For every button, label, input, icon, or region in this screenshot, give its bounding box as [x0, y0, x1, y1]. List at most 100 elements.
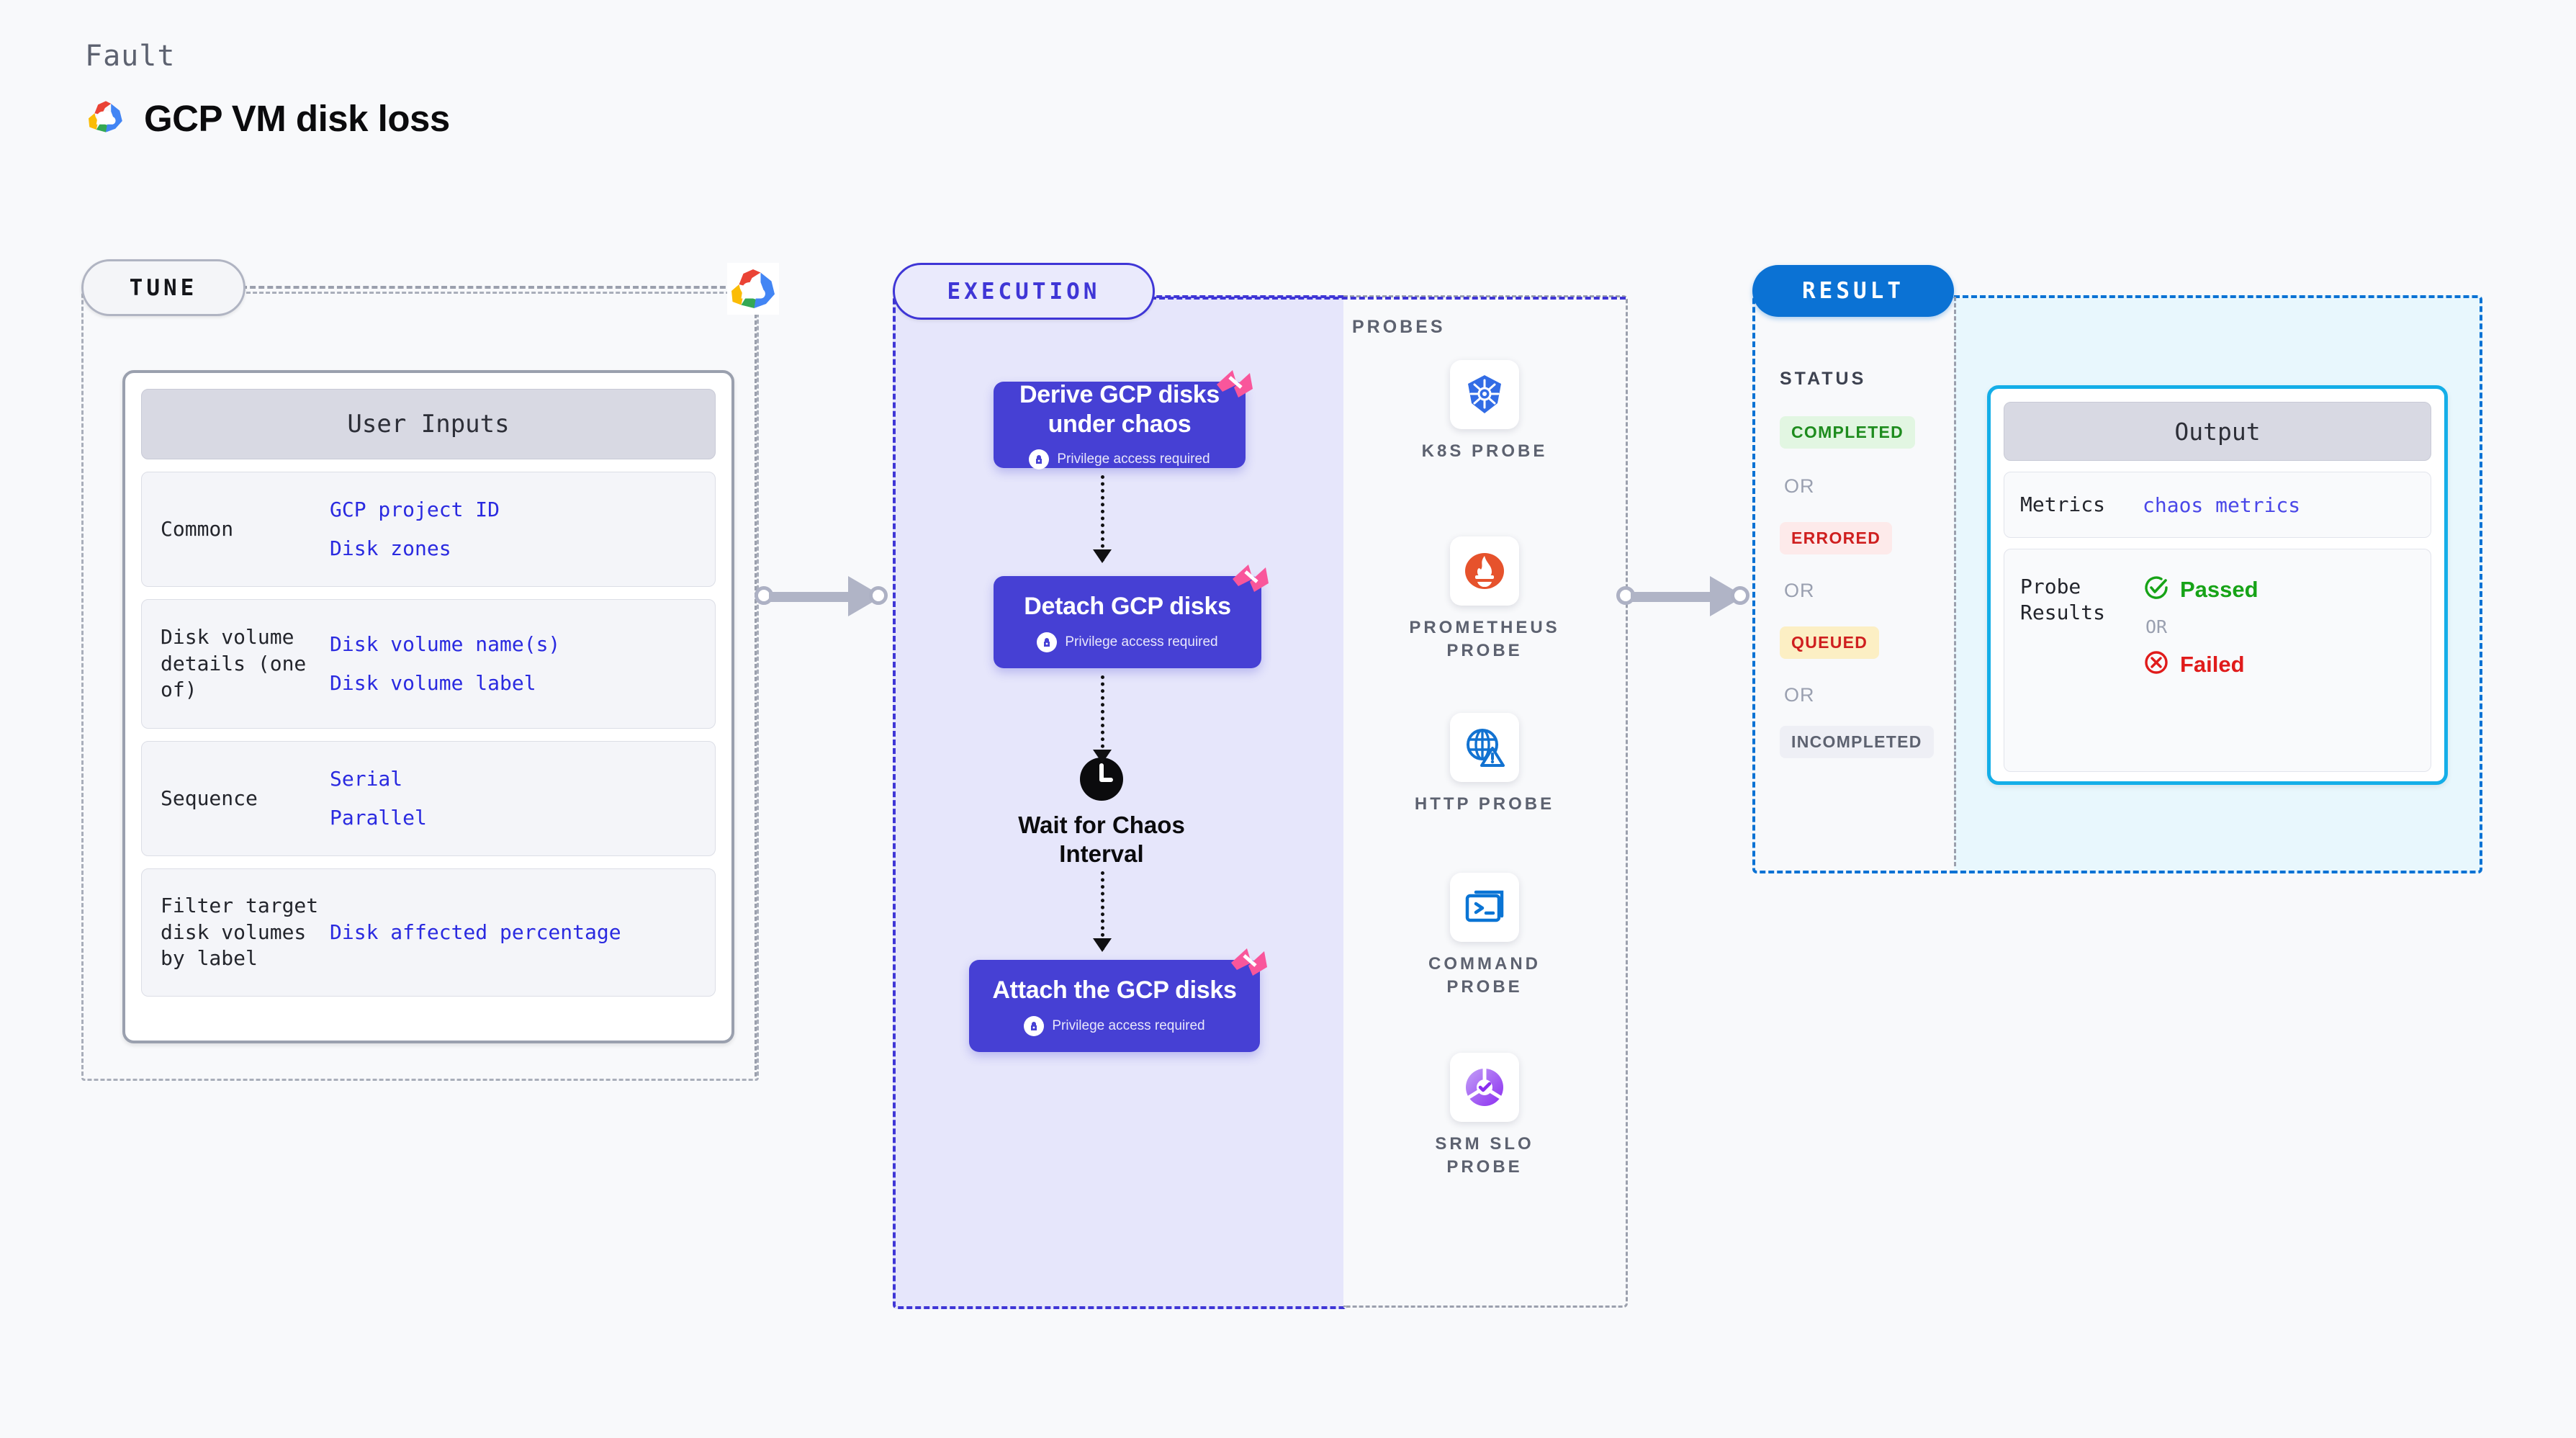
wait-for-chaos-interval-node: Wait for Chaos Interval [994, 756, 1210, 869]
probe-label: HTTP PROBE [1414, 794, 1555, 814]
globe-warning-icon [1450, 713, 1519, 782]
gcp-logo-icon [85, 99, 127, 138]
execution-node-sub-text: Privilege access required [1065, 634, 1218, 650]
terminal-icon [1450, 873, 1519, 942]
arrow-shaft [1101, 871, 1104, 951]
user-input-value[interactable]: GCP project ID [330, 498, 500, 522]
execution-node-title: Derive GCP disks under chaos [1019, 380, 1220, 438]
probe-result-passed-label: Passed [2180, 576, 2258, 602]
output-metrics-value[interactable]: chaos metrics [2143, 493, 2301, 517]
tune-stage-badge[interactable]: TUNE [81, 259, 246, 316]
execution-node-subtitle: Privilege access required [1029, 449, 1210, 470]
execution-node[interactable]: Attach the GCP disks Privilege access re… [969, 948, 1267, 1052]
title-row: GCP VM disk loss [85, 97, 450, 140]
probe-item[interactable]: K8S PROBE [1398, 360, 1571, 463]
wait-node-label: Wait for Chaos Interval [1018, 812, 1185, 868]
lock-icon [1024, 1015, 1045, 1036]
srm-slo-icon [1450, 1053, 1519, 1122]
harness-ribbon-icon [1227, 944, 1271, 989]
probes-region [1343, 295, 1628, 1308]
connector-dot [1731, 586, 1749, 605]
or-separator: OR [2145, 616, 2168, 637]
user-input-values: Disk volume name(s) Disk volume label [330, 632, 560, 695]
probe-item[interactable]: HTTP PROBE [1398, 713, 1571, 816]
probe-label: K8S PROBE [1421, 441, 1548, 461]
probe-result-passed: Passed [2143, 574, 2258, 605]
status-badge: INCOMPLETED [1780, 726, 1934, 758]
execution-stage-badge[interactable]: EXECUTION [893, 263, 1155, 320]
probe-item[interactable]: SRM SLO PROBE [1398, 1053, 1571, 1179]
flow-arrow [1093, 675, 1112, 763]
flow-arrow [1093, 871, 1112, 952]
user-input-value[interactable]: Disk volume label [330, 671, 536, 695]
execution-node-sub-text: Privilege access required [1052, 1017, 1205, 1033]
user-input-value[interactable]: Serial [330, 767, 403, 791]
arrow-shaft [1101, 475, 1104, 562]
fault-kicker: Fault [85, 40, 176, 73]
user-input-row: Sequence Serial Parallel [141, 741, 716, 856]
arrow-head [1093, 549, 1112, 563]
status-heading: STATUS [1780, 369, 1867, 389]
user-input-values: Disk affected percentage [330, 920, 621, 945]
status-badge: ERRORED [1780, 522, 1893, 554]
user-input-key: Filter target disk volumes by label [161, 893, 319, 971]
probes-heading: PROBES [1352, 317, 1446, 337]
user-input-value[interactable]: Disk affected percentage [330, 920, 621, 945]
probe-result-failed: Failed [2143, 649, 2258, 680]
probe-label: SRM SLO PROBE [1435, 1134, 1534, 1177]
tune-region [81, 292, 759, 1081]
tune-dash-vertical [755, 288, 757, 1077]
output-probe-results-key: Probe Results [2020, 575, 2106, 625]
probe-results-values: Passed OR Failed [2143, 574, 2258, 680]
result-stage-badge[interactable]: RESULT [1752, 265, 1954, 317]
execution-node-title: Attach the GCP disks [992, 976, 1237, 1005]
flow-arrow [1093, 475, 1112, 563]
status-badge: COMPLETED [1780, 416, 1916, 449]
or-separator: OR [1784, 684, 1815, 706]
user-input-values: GCP project ID Disk zones [330, 498, 500, 560]
execution-node[interactable]: Detach GCP disks Privilege access requir… [994, 565, 1269, 668]
user-inputs-title: User Inputs [141, 389, 716, 459]
user-input-key: Disk volume details (one of) [161, 624, 307, 702]
harness-ribbon-icon [1228, 560, 1273, 605]
execution-dash-connector [1150, 297, 1626, 300]
user-input-value[interactable]: Disk volume name(s) [330, 632, 561, 657]
user-input-key: Common [161, 516, 234, 541]
probe-label: PROMETHEUS PROBE [1409, 618, 1560, 661]
execution-node-subtitle: Privilege access required [1024, 1015, 1205, 1036]
arrow-head [1093, 938, 1112, 952]
connector-tune-to-execution [755, 576, 888, 616]
user-input-row: Filter target disk volumes by label Disk… [141, 868, 716, 997]
probe-result-failed-label: Failed [2180, 651, 2245, 677]
user-input-value[interactable]: Disk zones [330, 536, 451, 560]
arrow-shaft [1101, 675, 1104, 762]
page-title: GCP VM disk loss [144, 98, 450, 139]
connector-execution-to-result [1616, 576, 1749, 616]
harness-ribbon-icon [1212, 366, 1257, 410]
output-metrics-row: Metrics chaos metrics [2004, 472, 2431, 538]
clock-icon [1078, 756, 1125, 802]
user-input-value[interactable]: Parallel [330, 806, 427, 830]
prometheus-icon [1450, 536, 1519, 606]
lock-icon [1029, 449, 1050, 470]
gcp-logo-icon [727, 263, 779, 315]
user-input-row: Common GCP project ID Disk zones [141, 472, 716, 587]
or-separator: OR [1784, 475, 1815, 497]
connector-bar [769, 592, 853, 602]
user-input-values: Serial Parallel [330, 767, 427, 830]
arrow-head [1093, 750, 1112, 763]
user-input-key: Sequence [161, 786, 258, 810]
kubernetes-icon [1450, 360, 1519, 429]
execution-node-subtitle: Privilege access required [1037, 632, 1218, 652]
probe-item[interactable]: COMMAND PROBE [1398, 873, 1571, 999]
result-divider [1954, 297, 1956, 866]
execution-node[interactable]: Derive GCP disks under chaos Privilege a… [994, 370, 1253, 470]
connector-bar [1631, 592, 1715, 602]
x-circle-icon [2143, 649, 2170, 680]
execution-node-sub-text: Privilege access required [1057, 451, 1210, 467]
check-circle-icon [2143, 574, 2170, 605]
probe-item[interactable]: PROMETHEUS PROBE [1398, 536, 1571, 663]
status-badge: QUEUED [1780, 626, 1880, 659]
output-card: Output Metrics chaos metrics Probe Resul… [1987, 385, 2448, 785]
tune-dash-connector [241, 286, 734, 289]
